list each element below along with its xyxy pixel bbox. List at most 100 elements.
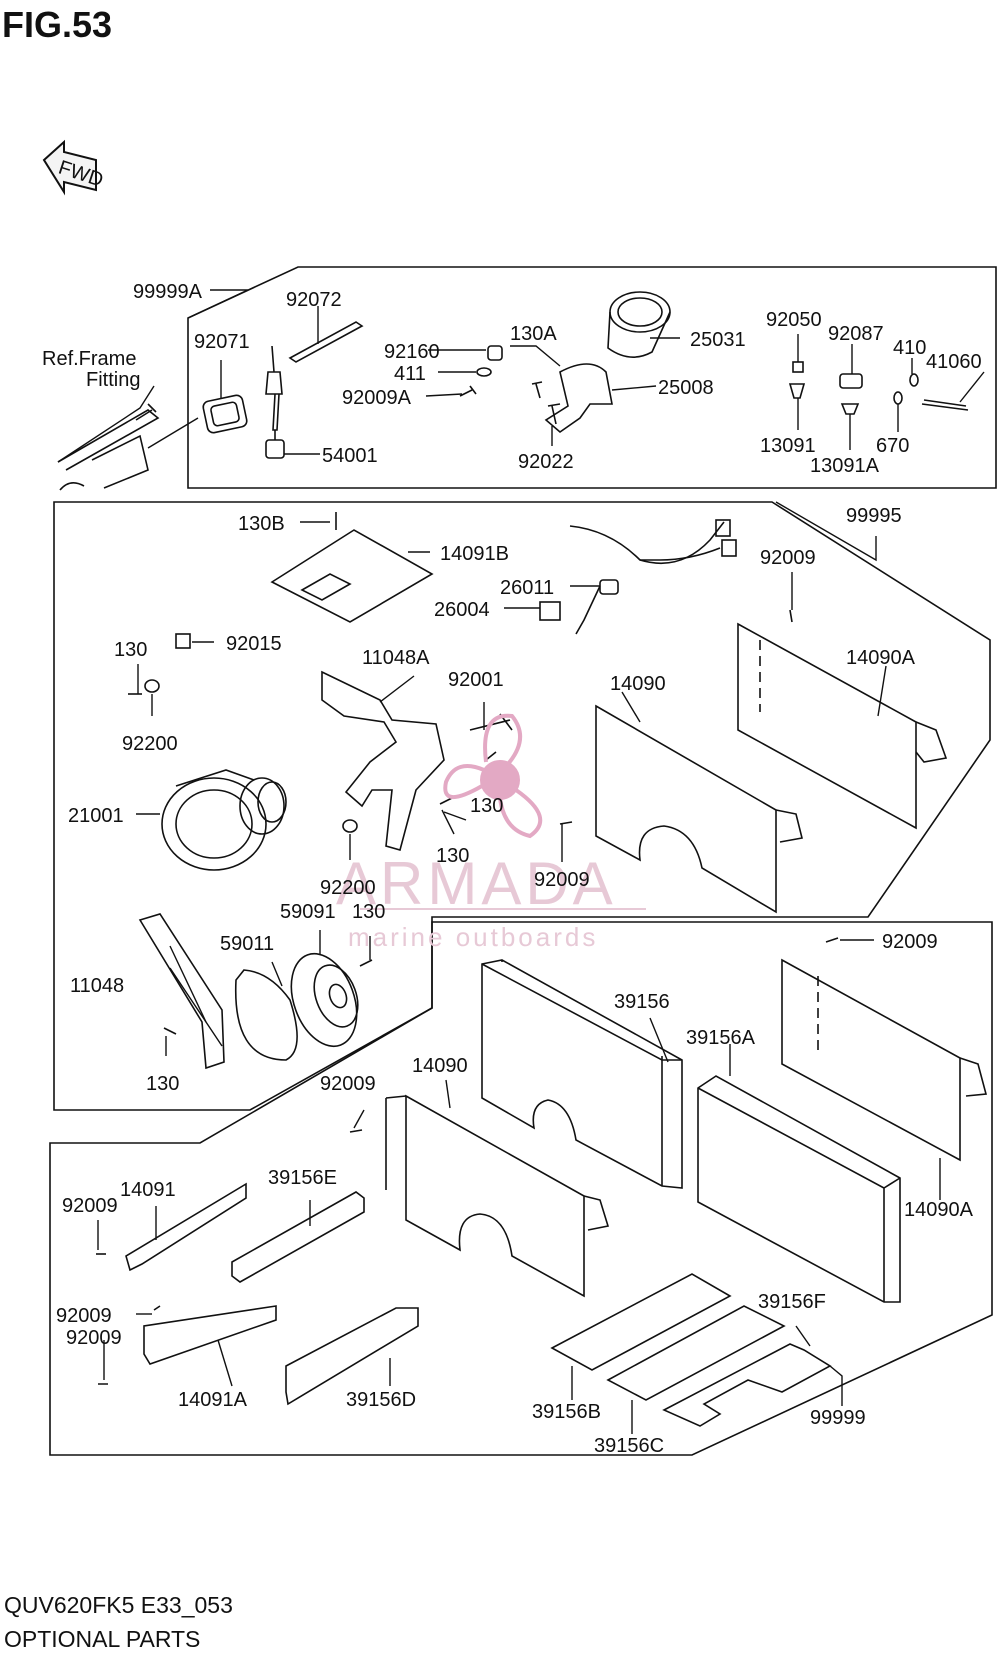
label-92022: 92022 <box>518 451 574 473</box>
label-99995: 99995 <box>846 505 902 527</box>
label-13091A: 13091A <box>810 455 880 477</box>
label-130-a: 130 <box>114 639 147 661</box>
part-14091B-plate <box>270 529 434 623</box>
propeller-logo-icon <box>443 713 543 839</box>
label-92009-b: 92009 <box>534 869 590 891</box>
part-14090-shield-lower <box>385 1094 610 1298</box>
part-92072-tie <box>288 321 364 363</box>
label-39156: 39156 <box>614 991 670 1013</box>
label-39156E: 39156E <box>268 1167 337 1189</box>
part-92200-washer-b <box>342 819 358 833</box>
label-92050: 92050 <box>766 309 822 331</box>
label-99999: 99999 <box>810 1407 866 1429</box>
label-130-d: 130 <box>352 901 385 923</box>
part-92009-screw-c <box>825 937 839 943</box>
label-39156D: 39156D <box>346 1389 416 1411</box>
part-26011-harness <box>569 519 737 635</box>
armada-watermark: ARMADA marine outboards <box>336 713 646 952</box>
part-59091-pulley <box>290 952 359 1048</box>
label-92200-b: 92200 <box>320 877 376 899</box>
label-54001: 54001 <box>322 445 378 467</box>
section-name: OPTIONAL PARTS <box>4 1626 201 1652</box>
part-39156B-mat <box>550 1273 732 1371</box>
label-26004: 26004 <box>434 599 490 621</box>
part-13091A-clip <box>840 403 860 415</box>
label-92001: 92001 <box>448 669 504 691</box>
label-92072: 92072 <box>286 289 342 311</box>
part-11048A-bracket <box>321 670 445 851</box>
part-14090A-panel-lower <box>781 958 988 1162</box>
label-92087: 92087 <box>828 323 884 345</box>
part-411-washer <box>476 367 492 377</box>
label-411: 411 <box>394 363 426 385</box>
label-26011: 26011 <box>500 577 554 599</box>
part-92160-nut <box>487 345 503 361</box>
label-21001: 21001 <box>68 805 124 827</box>
label-92009-g: 92009 <box>66 1327 122 1349</box>
label-92071: 92071 <box>194 331 250 353</box>
part-92009-screw-b <box>559 821 573 825</box>
label-670: 670 <box>876 435 909 457</box>
part-92087-fitting <box>839 373 863 389</box>
part-14090-shield-upper <box>595 704 803 914</box>
part-14090A-panel-upper <box>737 622 948 830</box>
label-92009-e: 92009 <box>62 1195 118 1217</box>
label-14090-b: 14090 <box>412 1055 468 1077</box>
label-25031: 25031 <box>690 329 746 351</box>
label-92160: 92160 <box>384 341 440 363</box>
part-39156E-foam <box>231 1191 365 1283</box>
part-14091A-bracket <box>143 1305 277 1365</box>
label-59091: 59091 <box>280 901 336 923</box>
label-39156B: 39156B <box>532 1401 601 1423</box>
callout-labels: Ref.Frame Fitting 99999A 92072 92071 921… <box>42 281 982 1457</box>
label-14091A: 14091A <box>178 1389 248 1411</box>
label-92009A: 92009A <box>342 387 412 409</box>
part-410-ring <box>909 373 919 387</box>
part-25031-gauge <box>607 291 671 358</box>
part-130A-bolt <box>531 381 543 399</box>
label-92009-a: 92009 <box>760 547 816 569</box>
part-92009-screw-a <box>789 609 793 623</box>
frame-fitting-part <box>57 403 160 491</box>
label-14090-a: 14090 <box>610 673 666 695</box>
label-92200-a: 92200 <box>122 733 178 755</box>
part-92071-grommet <box>202 394 248 434</box>
label-25008: 25008 <box>658 377 714 399</box>
model-code: QUV620FK5 E33_053 <box>4 1592 233 1618</box>
label-11048A: 11048A <box>362 647 430 669</box>
part-13091-clip <box>788 383 806 399</box>
label-130-b: 130 <box>470 795 503 817</box>
label-92009-c: 92009 <box>882 931 938 953</box>
part-92009-screws-fg <box>98 1305 161 1385</box>
part-92015-nut <box>175 633 191 649</box>
part-59011-belt <box>234 969 298 1061</box>
ref-frame-label: Ref.Frame <box>42 348 136 370</box>
part-92200-washer-a <box>144 679 160 693</box>
label-410: 410 <box>893 337 926 359</box>
label-39156C: 39156C <box>594 1435 664 1457</box>
label-92009-d: 92009 <box>320 1073 376 1095</box>
fwd-arrow-icon: FWD <box>42 139 106 196</box>
label-41060: 41060 <box>926 351 982 373</box>
part-39156A-foam <box>697 1075 901 1303</box>
part-54001-cable <box>265 345 285 459</box>
label-92009-f: 92009 <box>56 1305 112 1327</box>
label-130B: 130B <box>238 513 285 535</box>
label-13091: 13091 <box>760 435 816 457</box>
label-130-c: 130 <box>436 845 469 867</box>
watermark-tagline: marine outboards <box>348 922 598 952</box>
part-92050-nut <box>792 361 804 373</box>
part-26004-connector <box>539 601 561 621</box>
part-39156C-mat <box>606 1305 786 1401</box>
label-130A: 130A <box>510 323 557 345</box>
part-39156D-foam <box>285 1307 419 1406</box>
part-11048-arm <box>138 913 225 1070</box>
part-92009A-screw <box>459 385 477 397</box>
frame-alternator-kit <box>53 501 991 1111</box>
label-11048: 11048 <box>70 975 124 997</box>
part-14091-bracket <box>125 1182 247 1272</box>
label-14090A-a: 14090A <box>846 647 916 669</box>
label-59011: 59011 <box>220 933 274 955</box>
label-130-e: 130 <box>146 1073 179 1095</box>
